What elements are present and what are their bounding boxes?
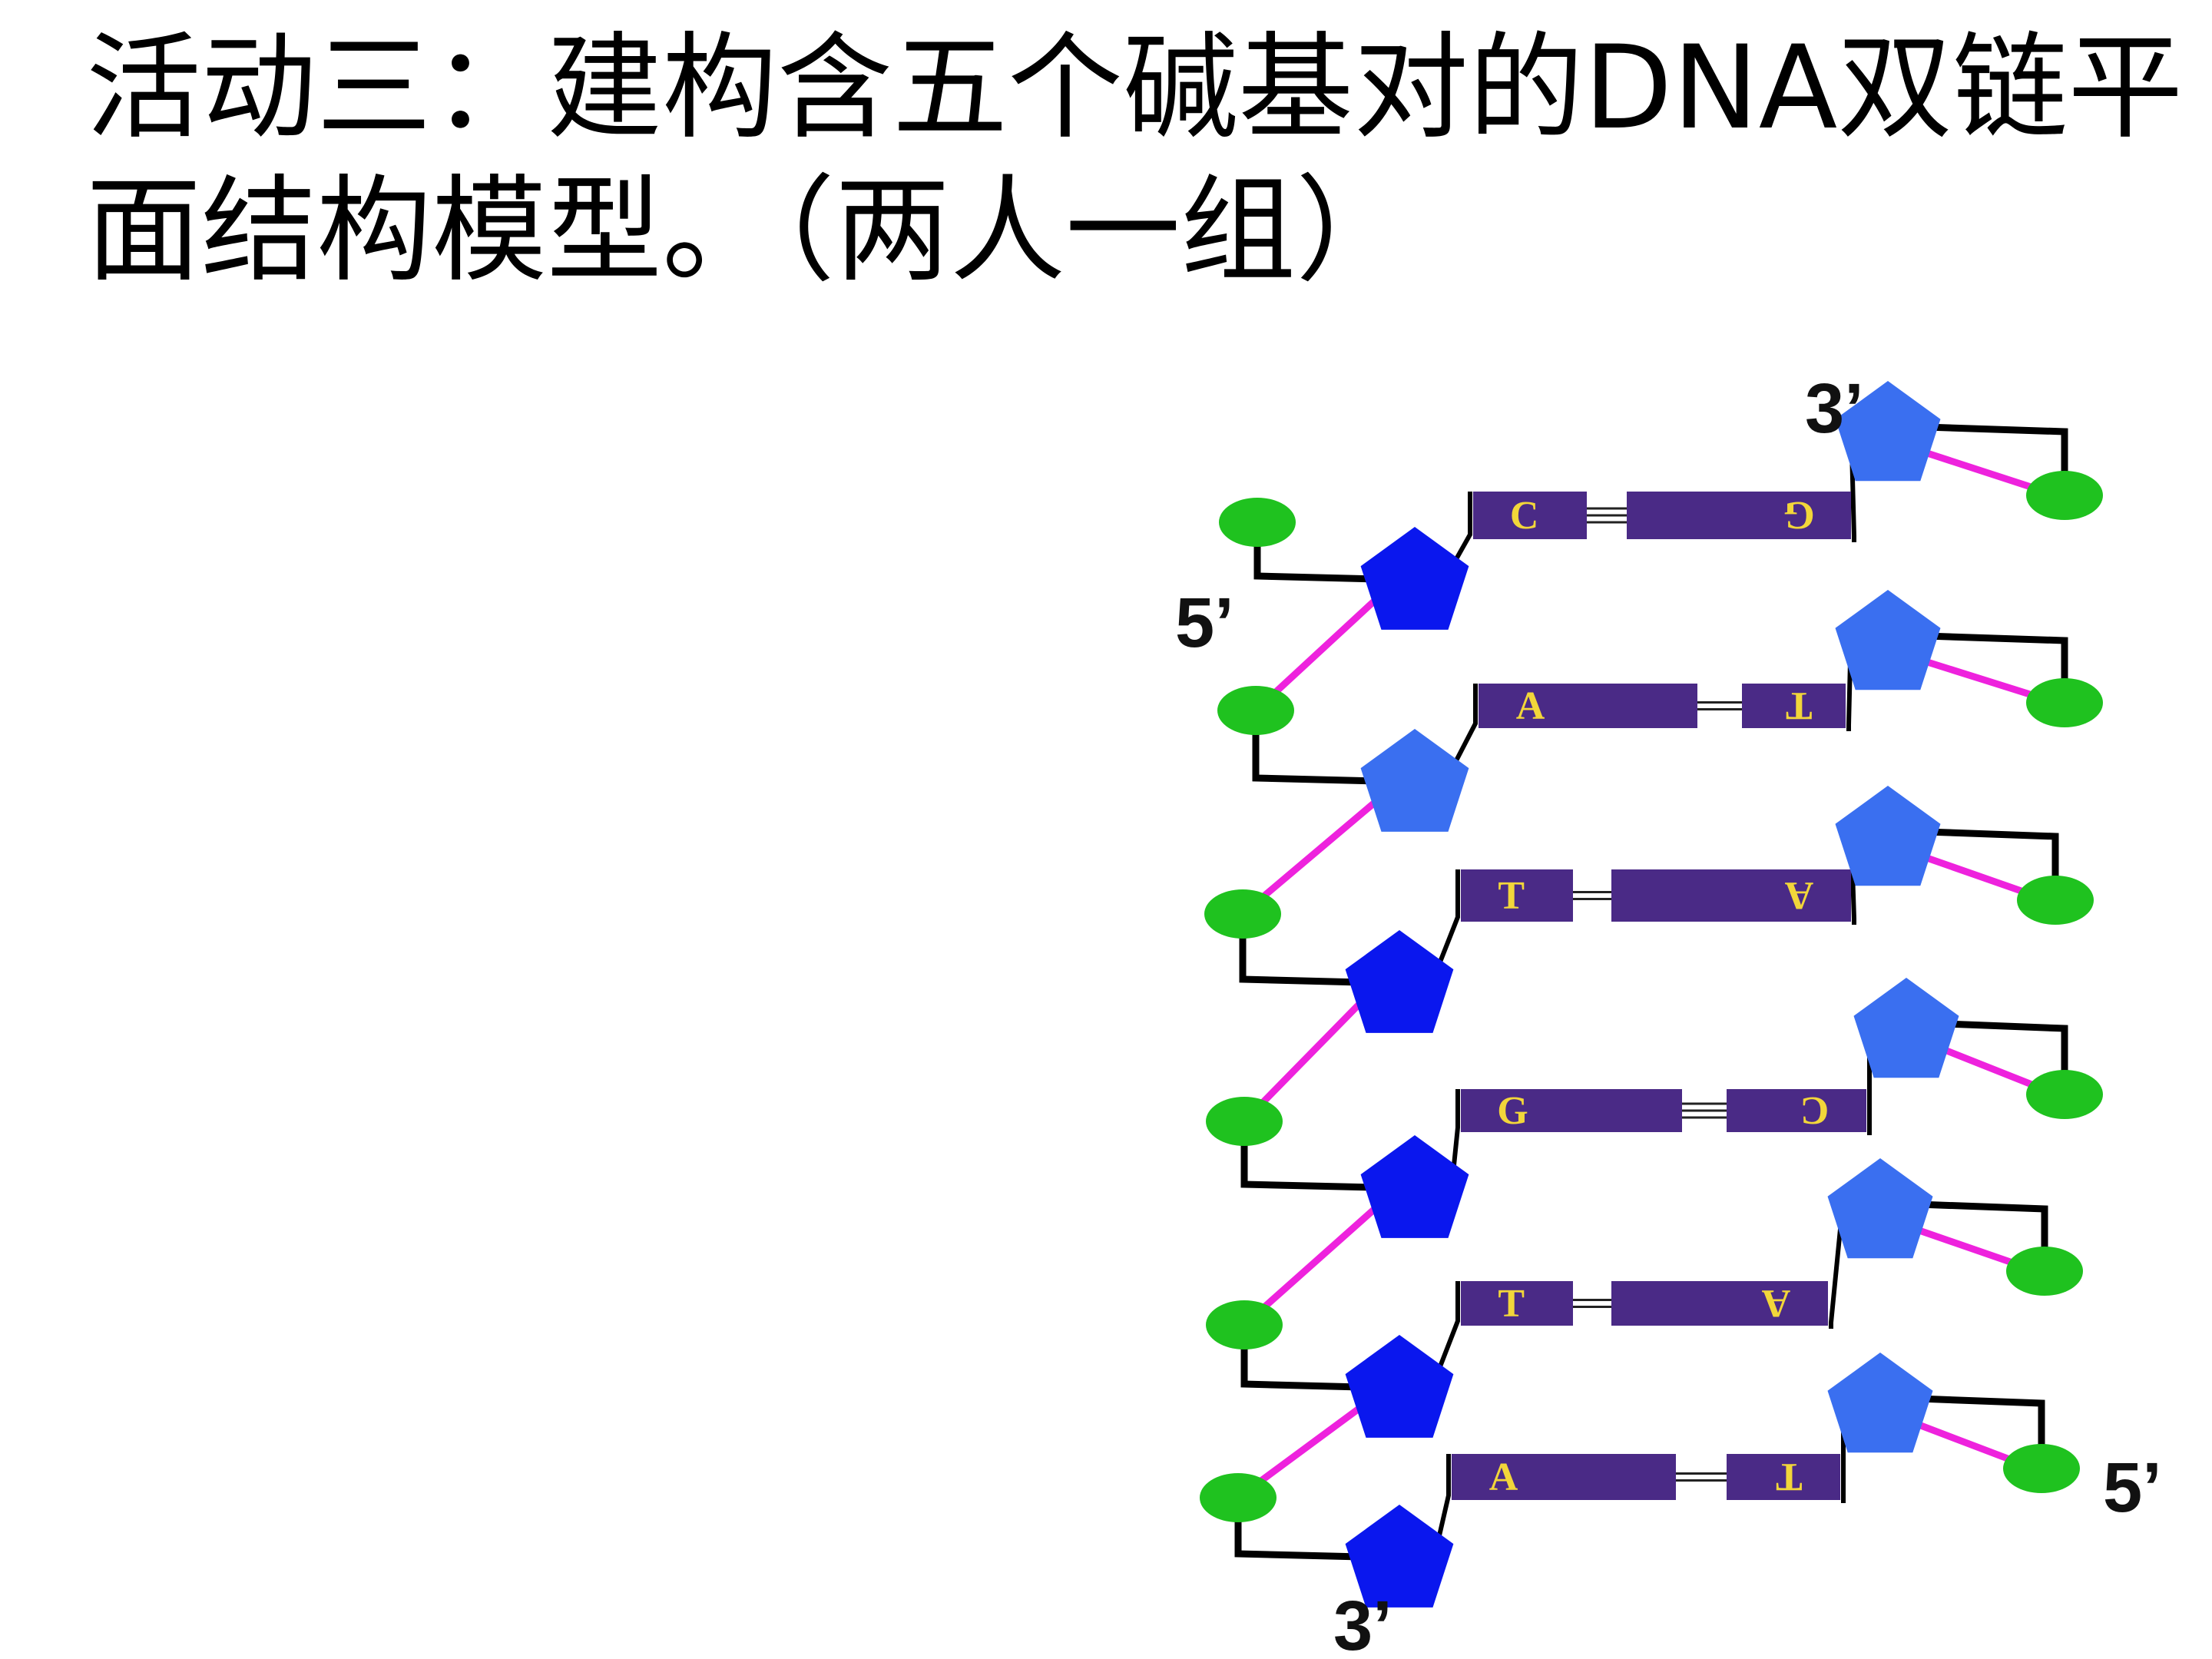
phosphate-ellipse-icon [2017,876,2094,925]
deoxyribose-pentagon-icon [1345,1505,1454,1608]
base-box-right [1611,869,1851,922]
deoxyribose-pentagon-icon [1835,381,1941,482]
phosphodiester-bond [1252,730,1377,785]
base-letter-left: T [1498,874,1525,918]
base-box-right [1611,1281,1828,1326]
connector-lines [1234,420,2068,1561]
phosphate-ellipse-icon [2026,678,2103,727]
deoxyribose-pentagon-icon [1853,978,1959,1078]
glycosidic-bond [1435,869,1460,969]
deoxyribose-pentagon-icon [1827,1158,1933,1259]
base-letter-left: A [1489,1455,1518,1499]
title-line-1: 活动三：建构含五个碱基对的DNA双链平 [86,22,2184,155]
slide-title: 活动三：建构含五个碱基对的DNA双链平 面结构模型。（两人一组） [86,17,2184,303]
deoxyribose-pentagon-icon [1345,930,1454,1033]
phosphodiester-bond [1926,423,2068,474]
base-box-right [1742,684,1846,728]
base-box-right [1727,1089,1866,1132]
base-box-left [1452,1454,1676,1500]
phosphate-ellipse-icon [1217,686,1294,735]
base-letter-right: C [1800,1088,1830,1132]
deoxyribose-pentagon-icon [1835,590,1941,690]
phosphodiester-bond [1926,828,2059,879]
base-box-left [1473,492,1587,539]
glycosidic-bond [1451,1089,1460,1174]
phosphate-ellipse-icon [1206,1300,1283,1349]
title-line-2: 面结构模型。（两人一组） [86,164,1412,298]
phosphate-ellipse-icon [2006,1247,2083,1296]
phosphate-ellipse-icon [2003,1444,2080,1493]
phosphodiester-bond [1944,1020,2068,1073]
phosphate-ellipse-icon [1200,1473,1277,1522]
left-strand-3-prime-label: 3’ [1333,1587,1392,1659]
base-box-left [1461,869,1573,922]
phosphodiester-bond [1234,1517,1362,1561]
base-box-left [1461,1089,1682,1132]
phosphodiester-bond [1253,541,1377,583]
phosphodiester-bond [1239,933,1362,986]
right-strand-3-prime-label: 3’ [1805,369,1864,448]
phosphodiester-bond [1926,632,2068,681]
phosphate-ellipse-icon [1206,1097,1283,1146]
base-box-right [1727,1454,1840,1500]
sugars [1345,381,1959,1608]
base-letter-right: A [1784,873,1813,917]
phosphate-ellipse-icon [1204,889,1281,939]
glycosidic-bond [1435,1281,1460,1374]
phosphate-ellipse-icon [2026,1070,2103,1119]
phosphate-ellipse-icon [2026,471,2103,520]
base-letter-right: G [1783,493,1814,537]
phosphodiester-bond [1918,1395,2045,1447]
base-letter-left: A [1516,684,1545,728]
base-letter-left: G [1497,1089,1528,1133]
phosphodiester-bond [1918,1200,2048,1250]
base-box-right [1627,492,1851,539]
glycosidic-bond [1829,1197,1846,1329]
right-strand-5-prime-label: 5’ [2103,1449,2162,1527]
deoxyribose-pentagon-icon [1360,729,1469,832]
phosphate-ellipse-icon [1219,498,1296,547]
deoxyribose-pentagon-icon [1360,1135,1469,1238]
deoxyribose-pentagon-icon [1345,1335,1454,1438]
base-letter-right: A [1761,1281,1790,1325]
base-letter-right: T [1786,684,1813,727]
base-box-left [1461,1281,1573,1326]
base-letter-left: T [1498,1282,1525,1326]
deoxyribose-pentagon-icon [1360,527,1469,630]
phosphodiester-bond [1240,1141,1377,1191]
base-letter-right: T [1776,1455,1803,1498]
glycosidic-bond [1451,684,1478,768]
base-box-left [1479,684,1697,728]
base-letter-left: C [1510,494,1539,538]
left-strand-5-prime-label: 5’ [1175,584,1234,662]
deoxyribose-pentagon-icon [1835,786,1941,886]
phosphates [1200,471,2103,1522]
phosphodiester-bond [1240,1344,1362,1391]
glycosidic-bond [1435,1454,1451,1543]
glycosidic-bond [1451,492,1472,566]
deoxyribose-pentagon-icon [1827,1353,1933,1453]
